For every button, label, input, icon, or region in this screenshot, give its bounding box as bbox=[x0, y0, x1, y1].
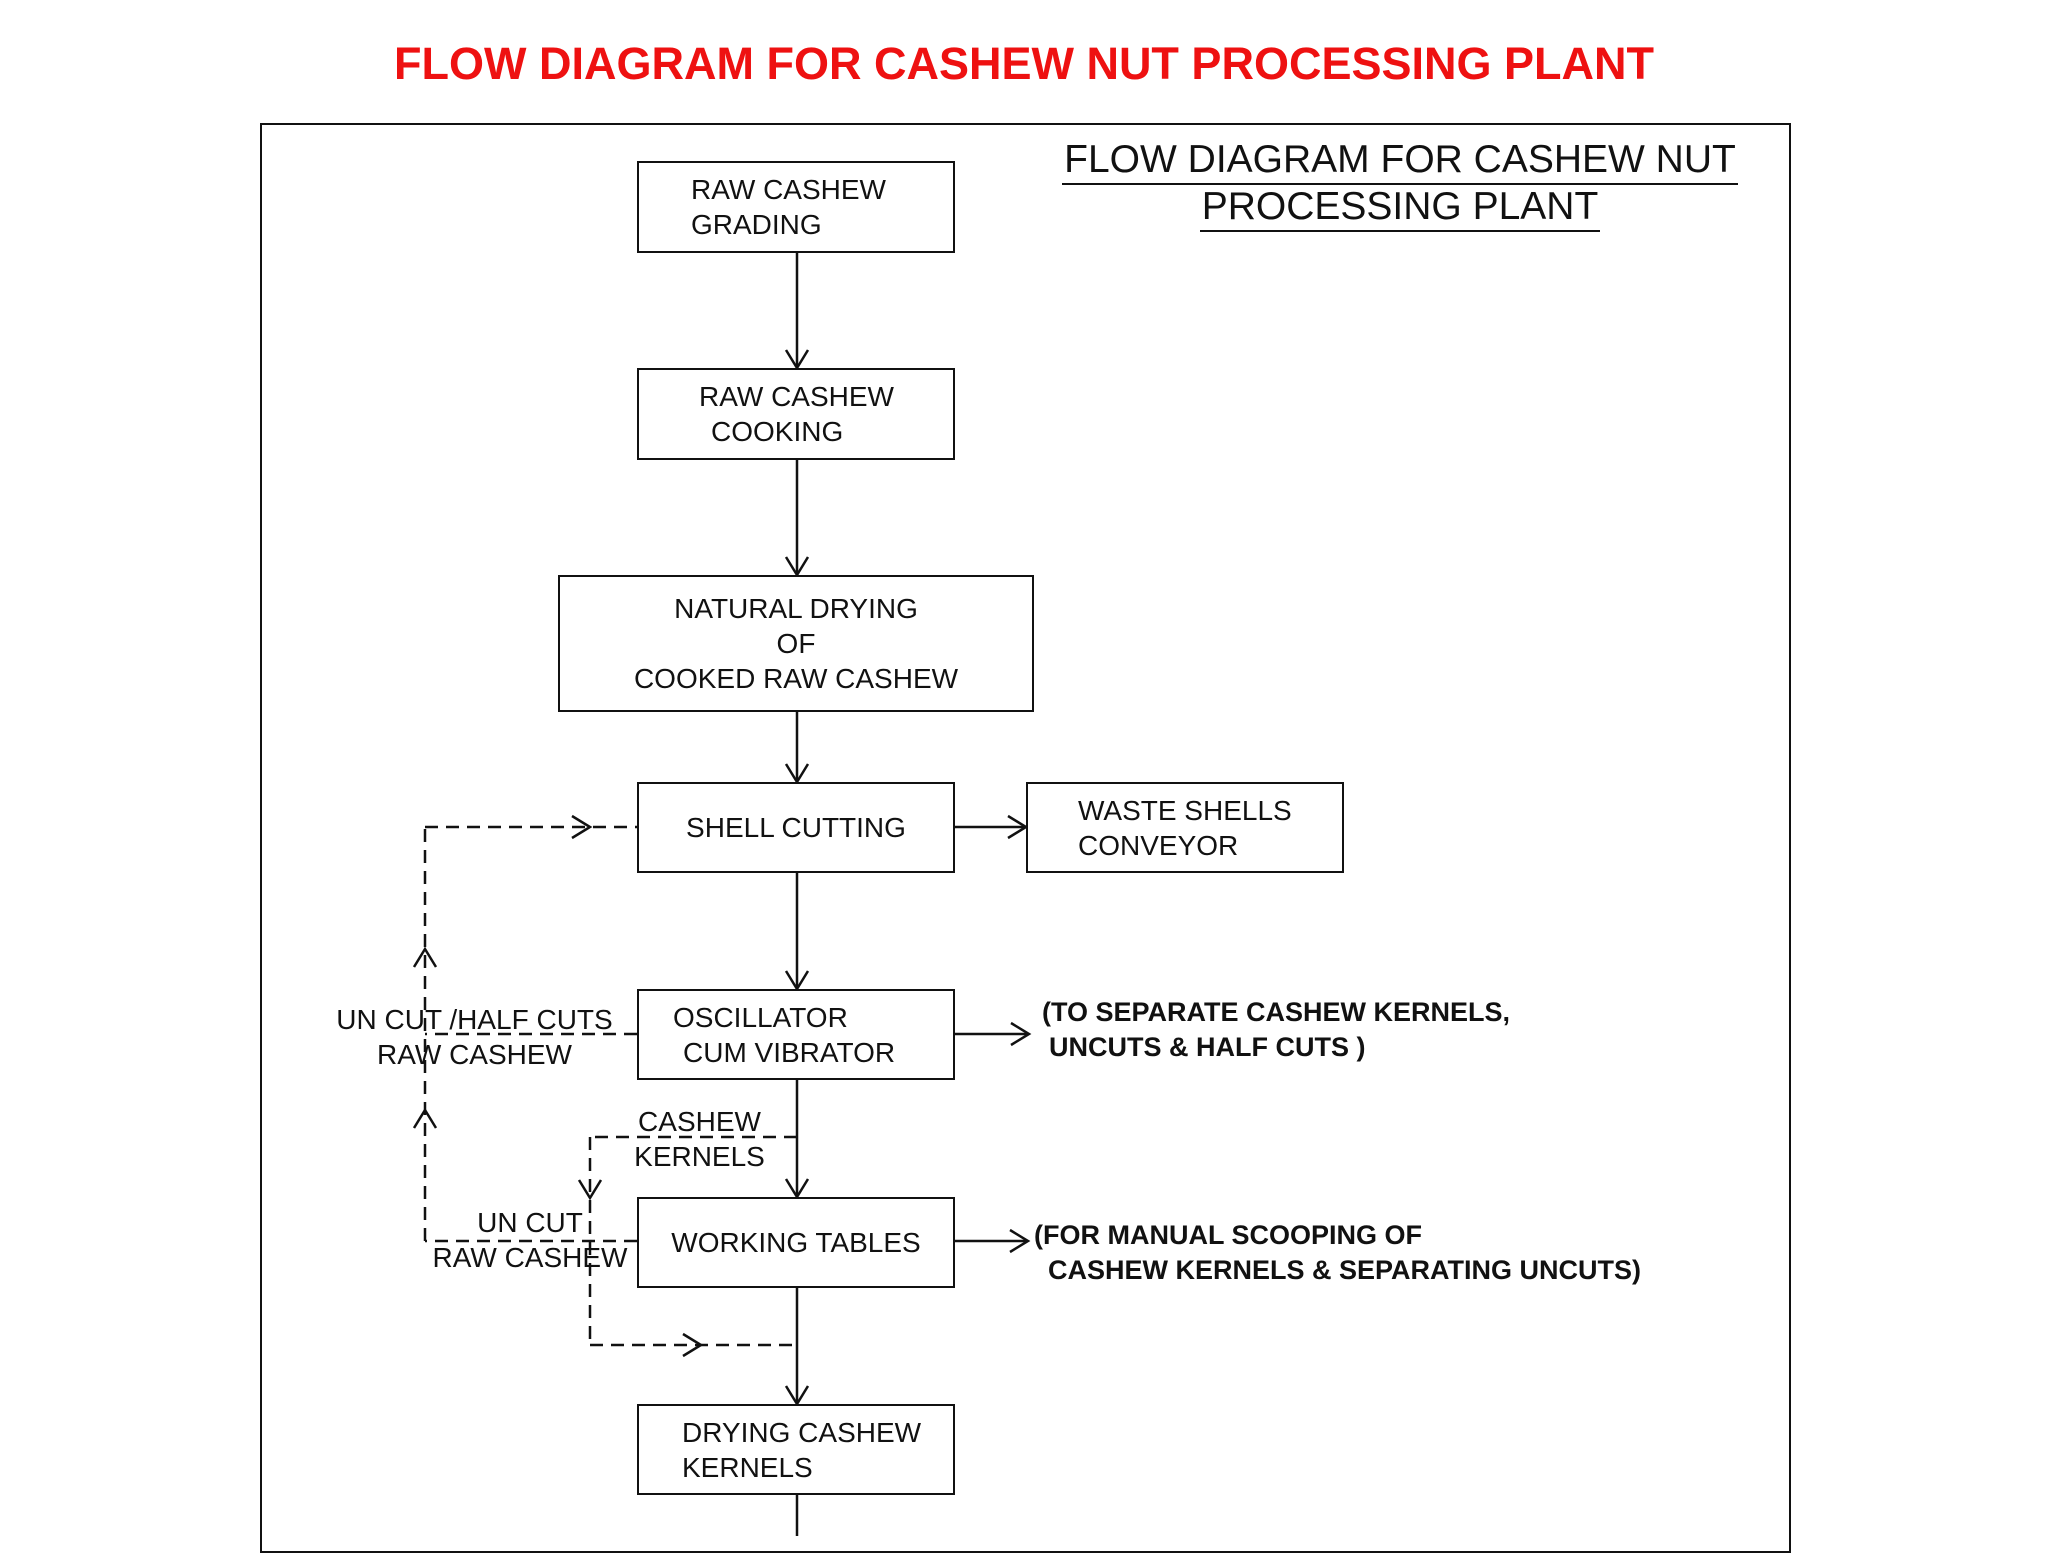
label-uncut-half-cuts: UN CUT /HALF CUTS RAW CASHEW bbox=[332, 1002, 617, 1072]
arrowhead bbox=[577, 1179, 603, 1201]
arrowhead bbox=[1009, 1228, 1031, 1254]
note-oscillator: (TO SEPARATE CASHEW KERNELS, UNCUTS & HA… bbox=[1042, 995, 1510, 1065]
node-label: WORKING TABLES bbox=[671, 1227, 921, 1258]
diagram-title: FLOW DIAGRAM FOR CASHEW NUT PROCESSING P… bbox=[1040, 138, 1760, 232]
node-working-tables: WORKING TABLES bbox=[637, 1197, 955, 1288]
node-label: GRADING bbox=[691, 209, 822, 240]
node-label: NATURAL DRYING bbox=[674, 593, 918, 624]
note-line: (TO SEPARATE CASHEW KERNELS, bbox=[1042, 997, 1511, 1027]
edge-label-line: KERNELS bbox=[634, 1141, 765, 1172]
arrowhead bbox=[1010, 1021, 1032, 1047]
node-raw-cashew-grading: RAW CASHEW GRADING bbox=[637, 161, 955, 253]
node-label: COOKED RAW CASHEW bbox=[633, 663, 959, 694]
note-line: (FOR MANUAL SCOOPING OF bbox=[1034, 1220, 1422, 1250]
note-line: CASHEW KERNELS & SEPARATING UNCUTS) bbox=[1048, 1255, 1642, 1285]
arrowhead bbox=[571, 814, 593, 840]
node-waste-shells-conveyor: WASTE SHELLS CONVEYOR bbox=[1026, 782, 1344, 873]
node-label: WASTE SHELLS bbox=[1078, 794, 1292, 826]
node-label: SHELL CUTTING bbox=[686, 812, 906, 843]
node-natural-drying: NATURAL DRYING OF COOKED RAW CASHEW bbox=[558, 575, 1034, 712]
arrowhead bbox=[412, 946, 438, 968]
diagram-title-line: PROCESSING PLANT bbox=[1199, 185, 1601, 232]
edge-label-line: UN CUT /HALF CUTS bbox=[336, 1004, 613, 1035]
node-label: OF bbox=[776, 628, 816, 659]
node-label: OSCILLATOR bbox=[673, 1001, 848, 1033]
edge-label-line: RAW CASHEW bbox=[377, 1039, 572, 1070]
arrowhead bbox=[412, 1107, 438, 1129]
note-line: UNCUTS & HALF CUTS ) bbox=[1049, 1032, 1366, 1062]
arrowhead bbox=[682, 1332, 704, 1358]
node-label: COOKING bbox=[711, 416, 844, 447]
node-label: CUM VIBRATOR bbox=[683, 1036, 896, 1068]
note-working-tables: (FOR MANUAL SCOOPING OF CASHEW KERNELS &… bbox=[1034, 1218, 1641, 1288]
edge-label-line: RAW CASHEW bbox=[432, 1242, 628, 1273]
node-shell-cutting: SHELL CUTTING bbox=[637, 782, 955, 873]
node-label: RAW CASHEW bbox=[699, 381, 894, 412]
node-label: KERNELS bbox=[682, 1451, 813, 1483]
edge-label-line: UN CUT bbox=[477, 1207, 583, 1238]
node-oscillator-cum-vibrator: OSCILLATOR CUM VIBRATOR bbox=[637, 989, 955, 1080]
node-label: CONVEYOR bbox=[1078, 829, 1239, 861]
node-label: DRYING CASHEW bbox=[682, 1416, 922, 1448]
label-cashew-kernels: CASHEW KERNELS bbox=[622, 1104, 777, 1174]
page-title: FLOW DIAGRAM FOR CASHEW NUT PROCESSING P… bbox=[394, 38, 1654, 89]
node-raw-cashew-cooking: RAW CASHEW COOKING bbox=[637, 368, 955, 460]
diagram-title-line: FLOW DIAGRAM FOR CASHEW NUT bbox=[1062, 138, 1738, 185]
edge-label-line: CASHEW bbox=[638, 1106, 761, 1137]
node-drying-cashew-kernels: DRYING CASHEW KERNELS bbox=[637, 1404, 955, 1495]
node-label: RAW CASHEW bbox=[691, 174, 886, 205]
label-uncut-raw-cashew: UN CUT RAW CASHEW bbox=[424, 1205, 636, 1275]
